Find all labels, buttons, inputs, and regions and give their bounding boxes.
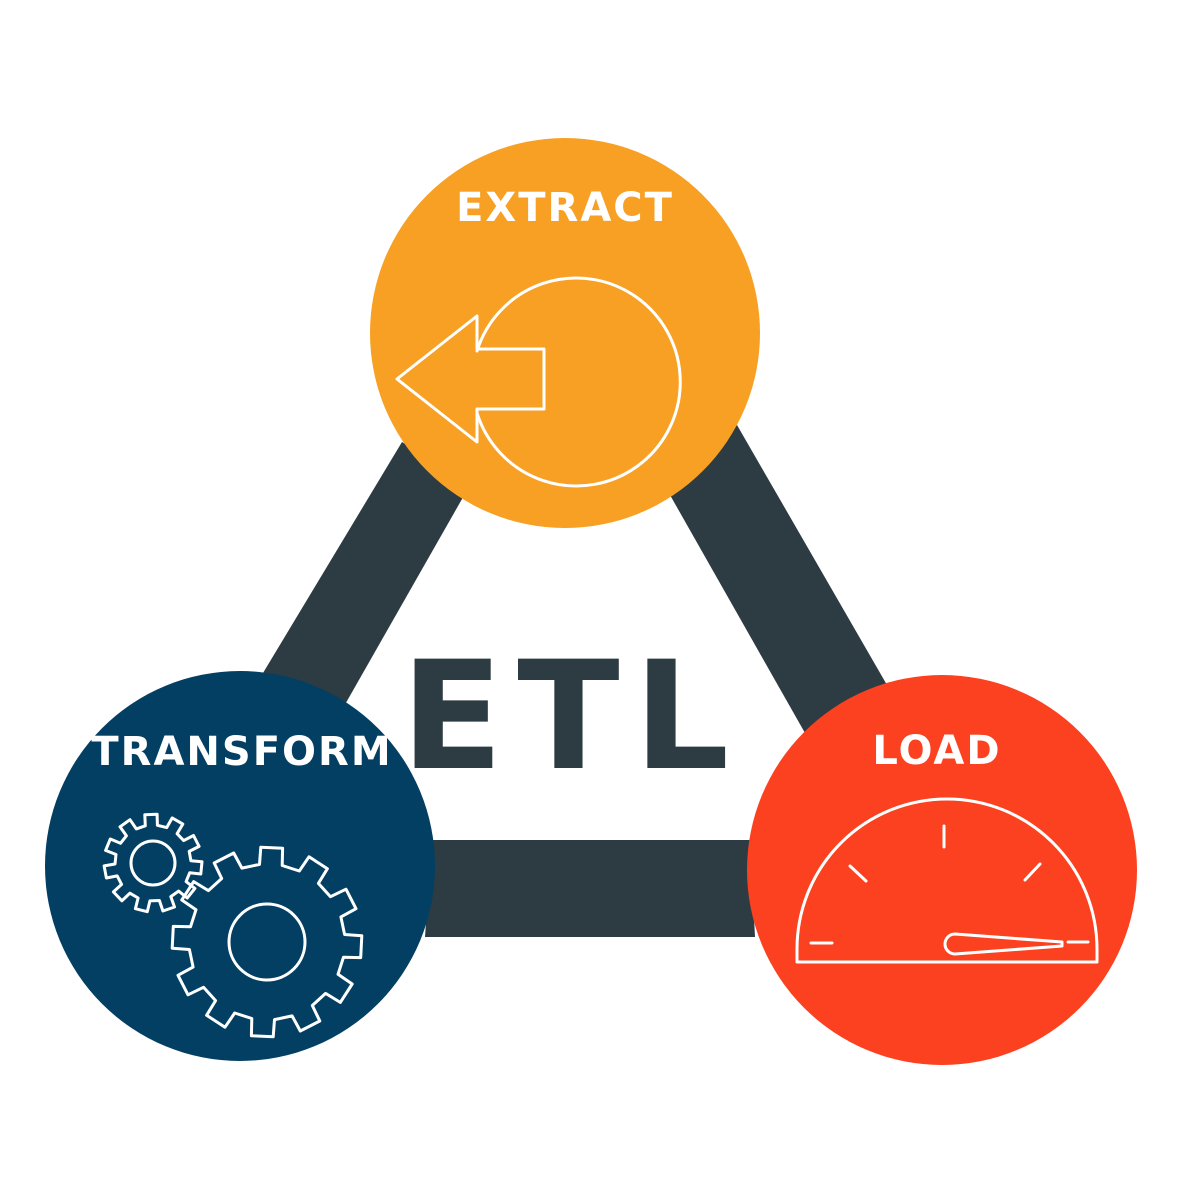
gear-large-icon [170, 845, 364, 1039]
connector-left [263, 442, 470, 708]
connector-bottom [425, 840, 755, 937]
node-extract-label: EXTRACT [456, 185, 674, 231]
extract-arrow-icon [395, 276, 682, 488]
node-load: LOAD [747, 675, 1137, 1065]
speedometer-icon [795, 797, 1099, 964]
node-transform-label: TRANSFORM [91, 729, 392, 775]
node-extract-circle [370, 138, 760, 528]
node-load-label: LOAD [872, 728, 1001, 774]
node-transform: TRANSFORM [45, 671, 435, 1061]
connector-right [670, 425, 887, 733]
gear-small-icon [102, 812, 204, 914]
gears-icon [102, 812, 364, 1039]
connector-triangle [263, 425, 887, 937]
node-extract: EXTRACT [370, 138, 760, 528]
center-title: ETL [401, 630, 743, 804]
speedometer-needle [943, 932, 1064, 956]
node-load-circle [747, 675, 1137, 1065]
